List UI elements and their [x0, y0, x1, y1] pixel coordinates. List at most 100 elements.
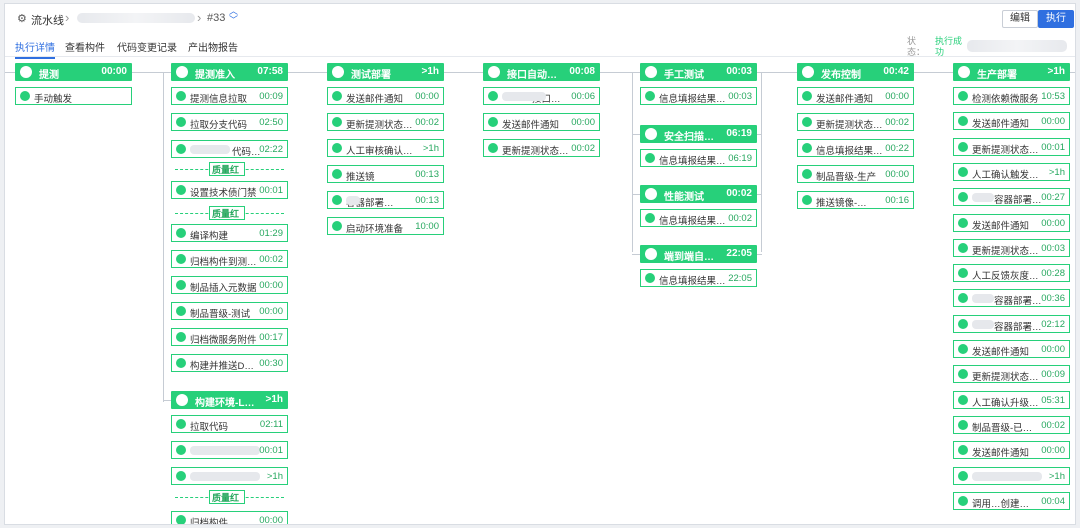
task-item[interactable]: 接口…00:06	[483, 87, 600, 105]
success-check-icon	[958, 116, 968, 126]
task-duration: 00:03	[1041, 243, 1065, 254]
task-item[interactable]: 信息填报结果…06:19	[640, 149, 757, 167]
stage-duration: >1h	[421, 66, 439, 77]
task-item[interactable]: 更新提测状态…00:01	[953, 138, 1070, 156]
task-item[interactable]: >1h	[171, 467, 288, 485]
stage-header[interactable]: 接口自动…00:08	[483, 63, 600, 81]
task-item[interactable]: 人工审核确认…>1h	[327, 139, 444, 157]
redacted-text	[972, 320, 994, 329]
quality-gate-badge[interactable]: 质量红线	[209, 206, 245, 220]
tab-artifacts[interactable]: 查看构件	[65, 43, 105, 54]
task-item[interactable]: 信息填报结果…22:05	[640, 269, 757, 287]
redacted-text	[972, 193, 994, 202]
task-name: 代码…	[232, 147, 261, 158]
app-window: ⚙ 流水线 › › #33 ︿﹀ 编辑 执行 执行详情 查看构件 代码变更记录 …	[4, 3, 1076, 525]
success-check-icon	[958, 369, 968, 379]
stage-name: 生产部署	[977, 70, 1017, 81]
task-item[interactable]: 手动触发	[15, 87, 132, 105]
task-item[interactable]: 归档构件到测…00:02	[171, 250, 288, 268]
task-item[interactable]: 容器部署…00:13	[327, 191, 444, 209]
quality-gate-badge[interactable]: 质量红线	[209, 490, 245, 504]
task-item[interactable]: 代码…02:22	[171, 140, 288, 158]
task-item[interactable]: 更新提测状态…00:02	[797, 113, 914, 131]
task-name: 更新提测状态…	[972, 145, 1039, 156]
task-item[interactable]: 构建并推送D…00:30	[171, 354, 288, 372]
task-item[interactable]: 调用…创建…00:04	[953, 492, 1070, 510]
task-item[interactable]: 更新提测状态…00:03	[953, 239, 1070, 257]
stage-header[interactable]: 构建环境-L…>1h	[171, 391, 288, 409]
edit-button[interactable]: 编辑	[1002, 10, 1038, 28]
task-item[interactable]: 信息填报结果…00:22	[797, 139, 914, 157]
task-item[interactable]: 容器部署…02:12	[953, 315, 1070, 333]
build-switcher-icon[interactable]: ︿﹀	[229, 6, 239, 25]
tab-bar: 执行详情 查看构件 代码变更记录 产出物报告 状态： 执行成功	[5, 36, 1075, 59]
success-check-icon	[958, 167, 968, 177]
task-item[interactable]: 容器部署…00:36	[953, 289, 1070, 307]
success-check-icon	[958, 420, 968, 430]
task-name: 更新提测状态…	[502, 146, 569, 157]
task-item[interactable]: 人工确认触发…>1h	[953, 163, 1070, 181]
task-item[interactable]: 容器部署…00:27	[953, 188, 1070, 206]
task-item[interactable]: 更新提测状态…00:02	[327, 113, 444, 131]
quality-gate-badge[interactable]: 质量红线	[209, 162, 245, 176]
stage-header[interactable]: 端到端自…22:05	[640, 245, 757, 263]
task-item[interactable]: 人工反馈灰度…00:28	[953, 264, 1070, 282]
task-item[interactable]: >1h	[953, 467, 1070, 485]
build-number: #33	[207, 12, 226, 24]
task-name: 制品晋级-已…	[972, 423, 1033, 434]
chevron-right-icon: ›	[197, 10, 202, 25]
task-duration: 00:01	[1041, 142, 1065, 153]
task-item[interactable]: 人工确认升级…05:31	[953, 391, 1070, 409]
task-item[interactable]: 信息填报结果…00:03	[640, 87, 757, 105]
stage-header[interactable]: 测试部署>1h	[327, 63, 444, 81]
task-duration: 00:16	[885, 195, 909, 206]
success-check-icon	[645, 248, 657, 260]
redacted-text	[190, 145, 230, 154]
task-name: 信息填报结果…	[659, 216, 726, 227]
task-item[interactable]: 00:01	[171, 441, 288, 459]
task-duration: 00:02	[571, 143, 595, 154]
task-duration: 00:00	[1041, 445, 1065, 456]
breadcrumb-pipeline[interactable]: 流水线	[31, 15, 64, 27]
task-item[interactable]: 推送镜像-…00:16	[797, 191, 914, 209]
task-item[interactable]: 信息填报结果…00:02	[640, 209, 757, 227]
stage-header[interactable]: 安全扫描…06:19	[640, 125, 757, 143]
tab-output-report[interactable]: 产出物报告	[188, 43, 238, 54]
success-check-icon	[958, 66, 970, 78]
task-name: 更新提测状态…	[816, 120, 883, 131]
tab-execution-detail[interactable]: 执行详情	[15, 39, 55, 59]
task-item[interactable]: 制品晋级-已…00:02	[953, 416, 1070, 434]
tab-code-changes[interactable]: 代码变更记录	[117, 43, 177, 54]
run-button[interactable]: 执行	[1038, 10, 1074, 28]
task-item[interactable]: 更新提测状态…00:09	[953, 365, 1070, 383]
stage-header[interactable]: 生产部署>1h	[953, 63, 1070, 81]
task-item[interactable]: 更新提测状态…00:02	[483, 139, 600, 157]
stage-name: 发布控制	[821, 70, 861, 81]
